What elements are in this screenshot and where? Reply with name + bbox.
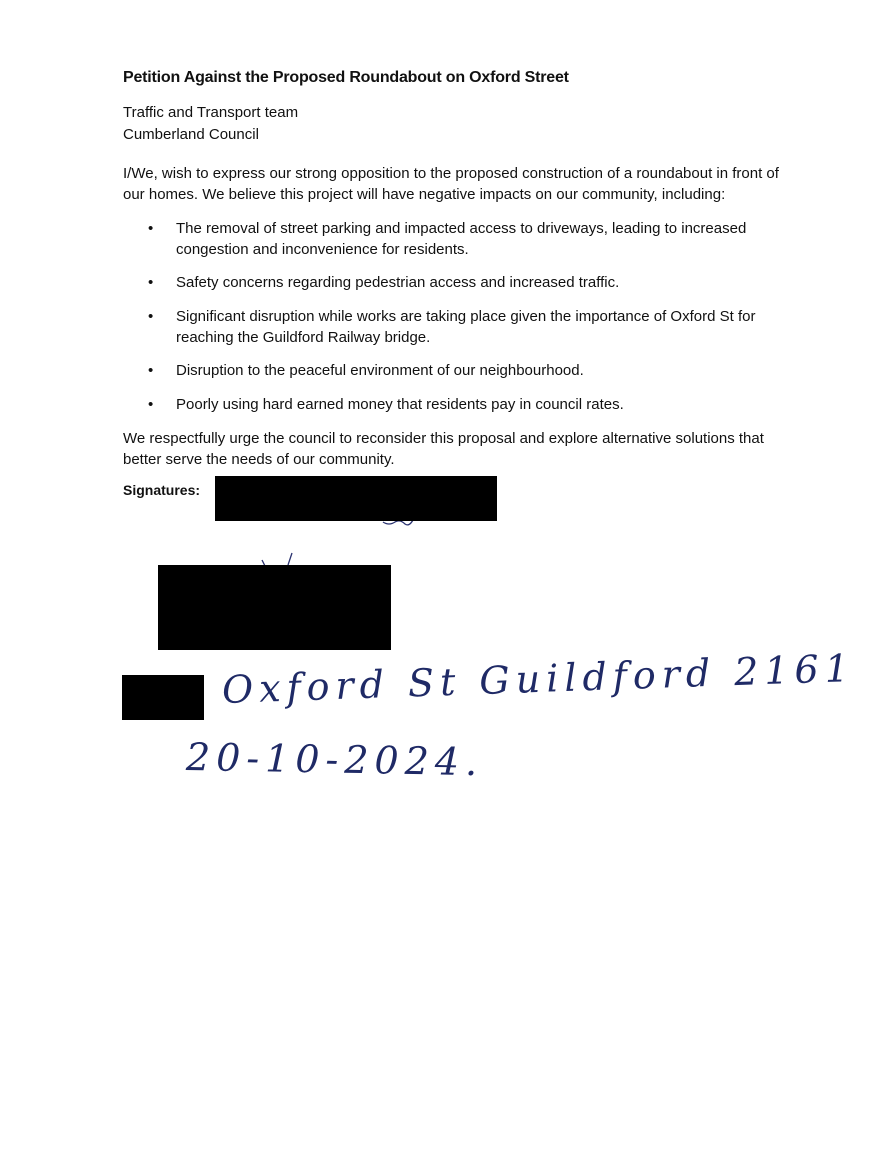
bullet-icon: • (148, 396, 154, 413)
redacted-signature (215, 476, 497, 521)
handwritten-date: 20-10-2024. (185, 735, 484, 785)
bullet-icon: • (148, 274, 154, 291)
bullet-icon: • (148, 362, 154, 379)
bullet-icon: • (148, 220, 154, 237)
bullet-icon: • (148, 308, 154, 325)
closing-paragraph: We respectfully urge the council to reco… (123, 430, 764, 468)
concern-text: Safety concerns regarding pedestrian acc… (176, 274, 620, 291)
recipient-team: Traffic and Transport team (123, 104, 299, 121)
intro-paragraph: I/We, wish to express our strong opposit… (123, 165, 779, 203)
concern-text: Disruption to the peaceful environment o… (176, 362, 584, 379)
concern-text: Poorly using hard earned money that resi… (176, 396, 624, 413)
concern-text: Significant disruption while works are t… (176, 308, 756, 346)
redacted-name (158, 565, 391, 650)
signatures-label: Signatures: (123, 482, 201, 498)
petition-title: Petition Against the Proposed Roundabout… (123, 69, 569, 86)
handwritten-address: Oxford St Guildford 2161 (221, 645, 856, 712)
redacted-house-number (122, 675, 204, 720)
recipient-council: Cumberland Council (123, 126, 259, 143)
concern-text: The removal of street parking and impact… (176, 220, 747, 258)
